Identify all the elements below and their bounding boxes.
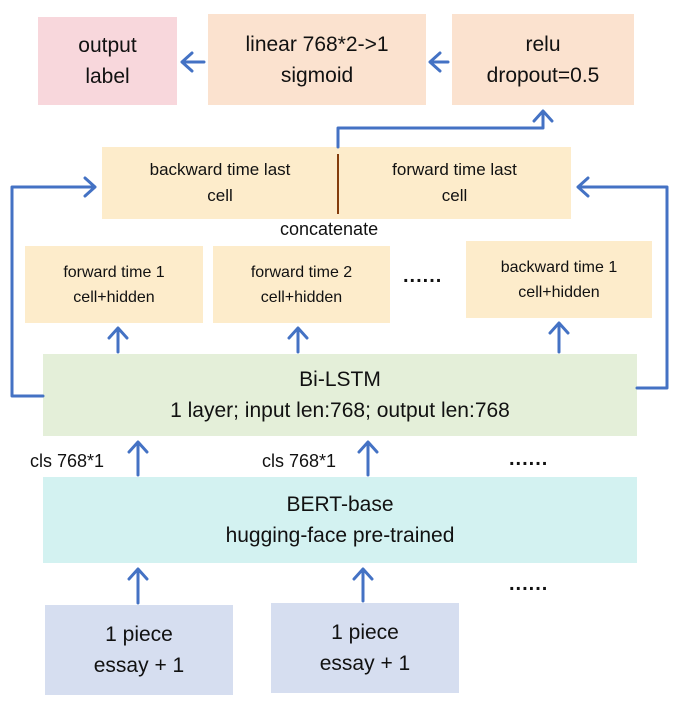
linear-line2: sigmoid <box>280 63 354 87</box>
bwd1-line2: cell+hidden <box>518 283 600 301</box>
relu-line1: relu <box>525 32 561 56</box>
piece1-line2: essay + 1 <box>93 654 185 677</box>
arrow-bert-to-bilstm-1 <box>127 440 149 477</box>
backward-last-line1: backward time last <box>149 160 291 179</box>
cls-label-1: cls 768*1 <box>30 451 105 471</box>
backward-last-cell-box: backward time last cell <box>102 147 338 219</box>
output-label-line1: output <box>78 34 137 57</box>
arrow-concat-to-relu <box>336 109 554 149</box>
bilstm-line2: 1 layer; input len:768; output len:768 <box>170 399 510 422</box>
concat-divider <box>337 154 339 214</box>
backward-last-line2: cell <box>207 186 233 205</box>
fwd2-line2: cell+hidden <box>260 288 343 306</box>
arrow-bilstm-to-fwd1 <box>107 326 129 354</box>
bert-box: BERT-base hugging-face pre-trained <box>43 477 637 563</box>
forward-time-2-box: forward time 2 cell+hidden <box>213 246 390 323</box>
input-ellipsis: ...... <box>509 573 549 595</box>
forward-last-line1: forward time last <box>392 160 517 179</box>
bwd1-line1: backward time 1 <box>500 258 618 276</box>
arrow-input2-to-bert <box>352 567 374 603</box>
fwd1-line2: cell+hidden <box>73 288 155 306</box>
concatenate-label: concatenate <box>280 219 379 239</box>
forward-time-1-box: forward time 1 cell+hidden <box>25 246 203 323</box>
hidden-ellipsis: ...... <box>403 265 443 287</box>
relu-dropout-box: relu dropout=0.5 <box>452 14 634 105</box>
forward-last-cell-box: forward time last cell <box>338 147 571 219</box>
arrow-bilstm-to-bwd1 <box>548 321 570 354</box>
linear-sigmoid-box: linear 768*2->1 sigmoid <box>208 14 426 105</box>
arrow-bert-to-bilstm-2 <box>357 440 379 477</box>
bert-line2: hugging-face pre-trained <box>225 524 455 547</box>
bilstm-line1: Bi-LSTM <box>299 368 381 391</box>
arrow-relu-to-linear <box>428 51 450 73</box>
arrow-bilstm-to-fwd2 <box>287 326 309 354</box>
bert-line1: BERT-base <box>286 493 394 516</box>
fwd2-line1: forward time 2 <box>250 263 353 281</box>
linear-line1: linear 768*2->1 <box>245 32 389 56</box>
output-label-box: output label <box>38 17 177 105</box>
input-piece-1-box: 1 piece essay + 1 <box>45 605 233 695</box>
output-label-line2: label <box>85 65 130 88</box>
relu-line2: dropout=0.5 <box>486 63 600 87</box>
bilstm-box: Bi-LSTM 1 layer; input len:768; output l… <box>43 354 637 436</box>
forward-last-line2: cell <box>441 186 468 205</box>
backward-time-1-box: backward time 1 cell+hidden <box>466 241 652 318</box>
cls-ellipsis: ...... <box>509 448 549 470</box>
piece2-line2: essay + 1 <box>319 652 411 675</box>
cls-label-2: cls 768*1 <box>262 451 337 471</box>
input-piece-2-box: 1 piece essay + 1 <box>271 603 459 693</box>
arrow-input1-to-bert <box>127 567 149 605</box>
piece2-line1: 1 piece <box>331 621 399 644</box>
arrow-linear-to-output <box>180 51 206 73</box>
fwd1-line1: forward time 1 <box>63 263 165 281</box>
piece1-line1: 1 piece <box>105 623 173 646</box>
